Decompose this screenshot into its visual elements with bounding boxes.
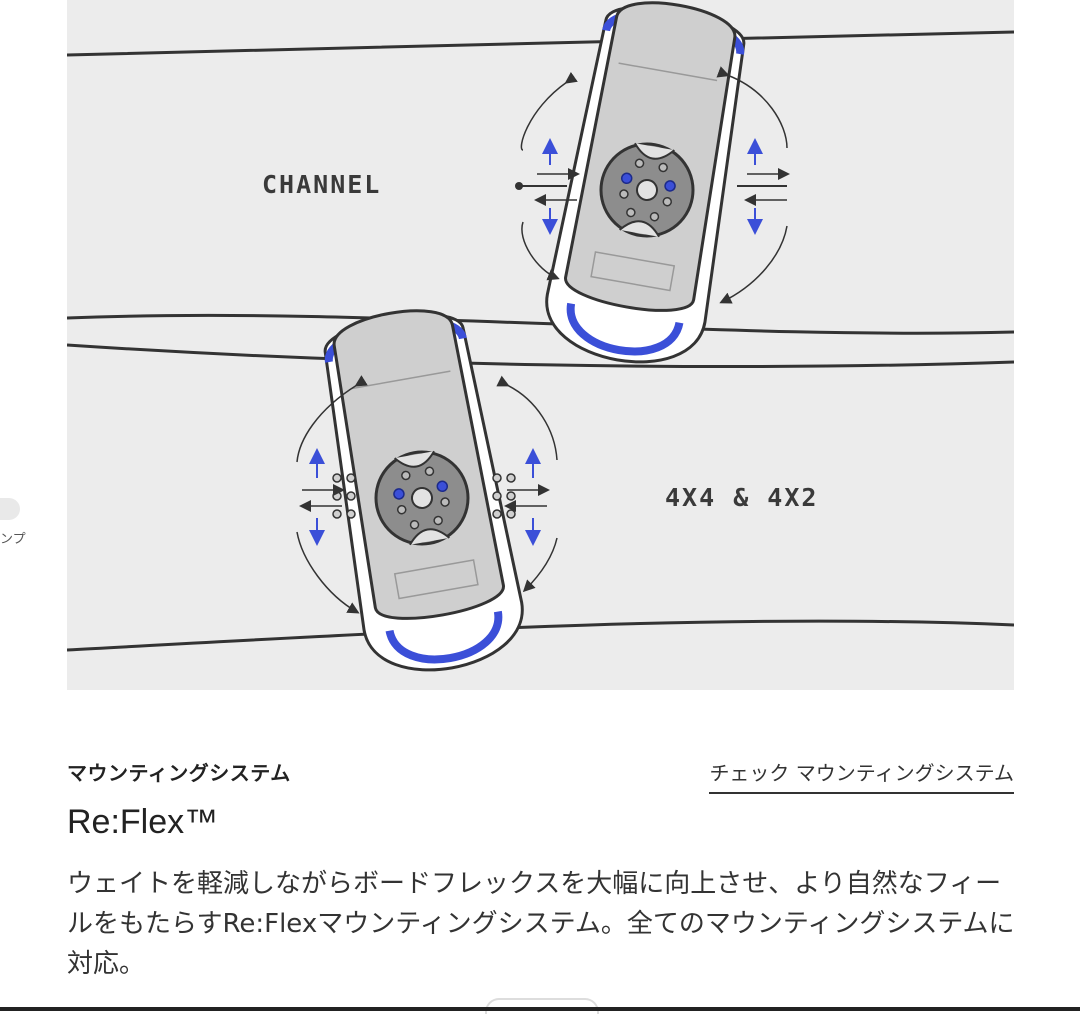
channel-binding (538, 0, 758, 374)
bottom-tab[interactable] (485, 998, 599, 1014)
board-bottom-edge (67, 619, 1014, 652)
mounting-diagram-svg (67, 0, 1014, 690)
4x4-label: 4X4 & 4X2 (665, 483, 819, 512)
4x4-hole-pattern (332, 473, 516, 519)
board-bottom-edge (67, 343, 1014, 369)
check-mounting-link[interactable]: チェック マウンティングシステム (709, 757, 1014, 794)
product-description: ウェイトを軽減しながらボードフレックスを大幅に向上させ、より自然なフィールをもた… (67, 869, 1015, 979)
section-eyebrow: マウンティングシステム (67, 761, 291, 785)
side-ghost-text: ンプ (0, 532, 26, 547)
channel-label: CHANNEL (262, 170, 382, 199)
board-top-edge (67, 313, 1014, 335)
channel-end-icon (515, 182, 523, 190)
mounting-diagram: CHANNEL 4X4 & 4X2 (67, 0, 1014, 690)
product-title: Re:Flex™ (67, 803, 219, 841)
bottom-divider (0, 1007, 1080, 1011)
4x4-binding (311, 299, 531, 681)
board-top-edge (67, 30, 1014, 57)
side-toggle[interactable] (0, 498, 20, 520)
